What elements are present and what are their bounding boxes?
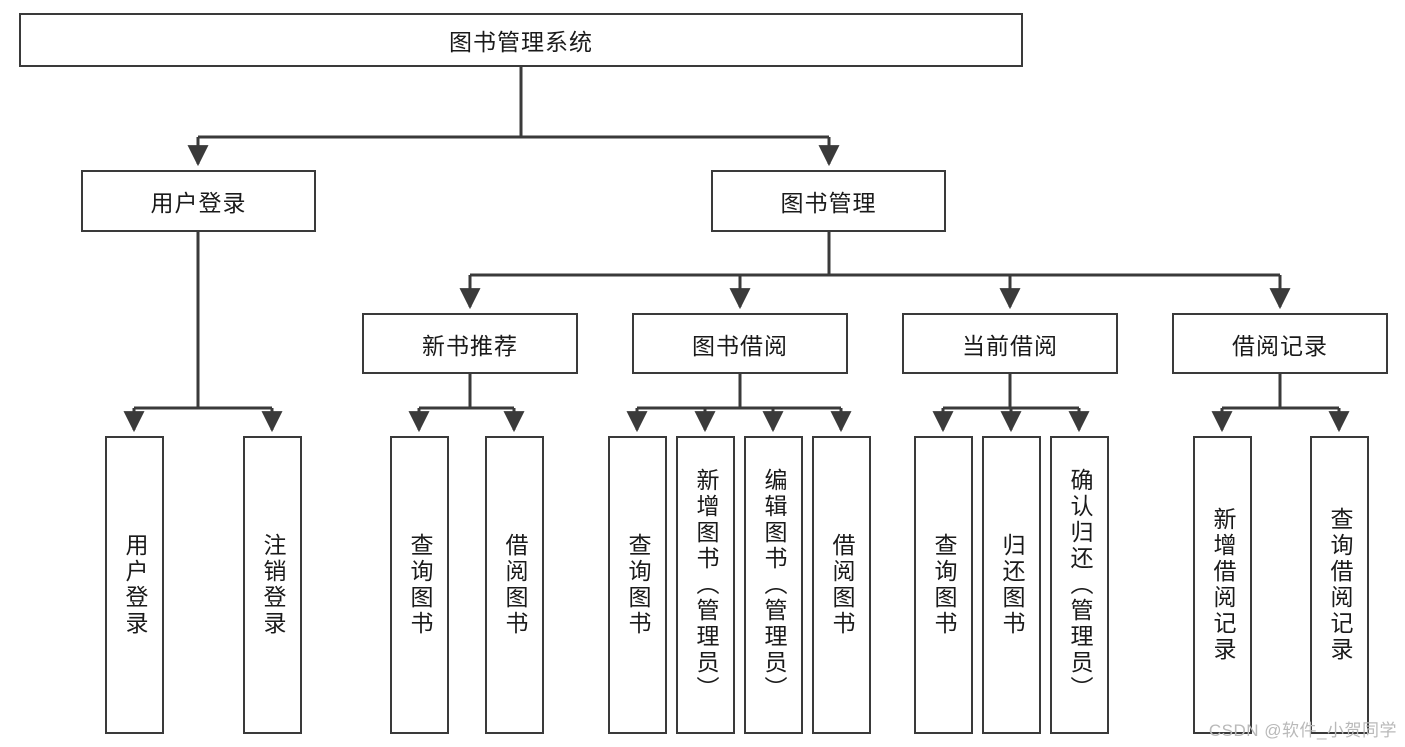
leaf-logout[interactable]: 注销登录 [243,436,302,734]
leaf-nb-borrow-books-label: 借阅图书 [502,533,528,637]
node-new-book-recommend-label: 新书推荐 [422,332,518,359]
leaf-cb-return-books[interactable]: 归还图书 [982,436,1041,734]
node-root-label: 图书管理系统 [449,29,593,55]
node-book-management-label: 图书管理 [780,190,877,216]
leaf-nb-query-books-label: 查询图书 [407,533,433,637]
leaf-cb-query-books-label: 查询图书 [931,533,957,637]
leaf-bb-add-book-admin-label: 新增图书（管理员） [693,468,719,702]
leaf-bb-edit-book-admin-label: 编辑图书（管理员） [761,468,787,702]
leaf-br-query-record-label: 查询借阅记录 [1327,507,1353,663]
leaf-logout-label: 注销登录 [260,533,286,637]
leaf-user-login[interactable]: 用户登录 [105,436,164,734]
leaf-nb-query-books[interactable]: 查询图书 [390,436,449,734]
leaf-bb-query-books-label: 查询图书 [625,533,651,637]
node-user-login[interactable]: 用户登录 [81,170,316,232]
node-borrow-records-label: 借阅记录 [1232,332,1328,359]
leaf-nb-borrow-books[interactable]: 借阅图书 [485,436,544,734]
node-borrow-records[interactable]: 借阅记录 [1172,313,1388,374]
leaf-br-query-record[interactable]: 查询借阅记录 [1310,436,1369,734]
node-current-borrow[interactable]: 当前借阅 [902,313,1118,374]
node-book-management[interactable]: 图书管理 [711,170,946,232]
leaf-user-login-label: 用户登录 [122,533,148,637]
node-user-login-label: 用户登录 [150,190,247,216]
leaf-br-add-record[interactable]: 新增借阅记录 [1193,436,1252,734]
node-current-borrow-label: 当前借阅 [962,332,1058,359]
node-book-borrow-label: 图书借阅 [692,332,788,359]
leaf-cb-confirm-return-admin-label: 确认归还（管理员） [1067,468,1093,702]
leaf-bb-borrow-books-label: 借阅图书 [829,533,855,637]
leaf-cb-return-books-label: 归还图书 [999,533,1025,637]
leaf-bb-edit-book-admin[interactable]: 编辑图书（管理员） [744,436,803,734]
leaf-br-add-record-label: 新增借阅记录 [1210,507,1236,663]
leaf-bb-borrow-books[interactable]: 借阅图书 [812,436,871,734]
csdn-watermark: CSDN @软件_小贺同学 [1208,721,1397,740]
leaf-cb-confirm-return-admin[interactable]: 确认归还（管理员） [1050,436,1109,734]
leaf-bb-add-book-admin[interactable]: 新增图书（管理员） [676,436,735,734]
node-root[interactable]: 图书管理系统 [19,13,1023,67]
node-book-borrow[interactable]: 图书借阅 [632,313,848,374]
leaf-bb-query-books[interactable]: 查询图书 [608,436,667,734]
node-new-book-recommend[interactable]: 新书推荐 [362,313,578,374]
leaf-cb-query-books[interactable]: 查询图书 [914,436,973,734]
